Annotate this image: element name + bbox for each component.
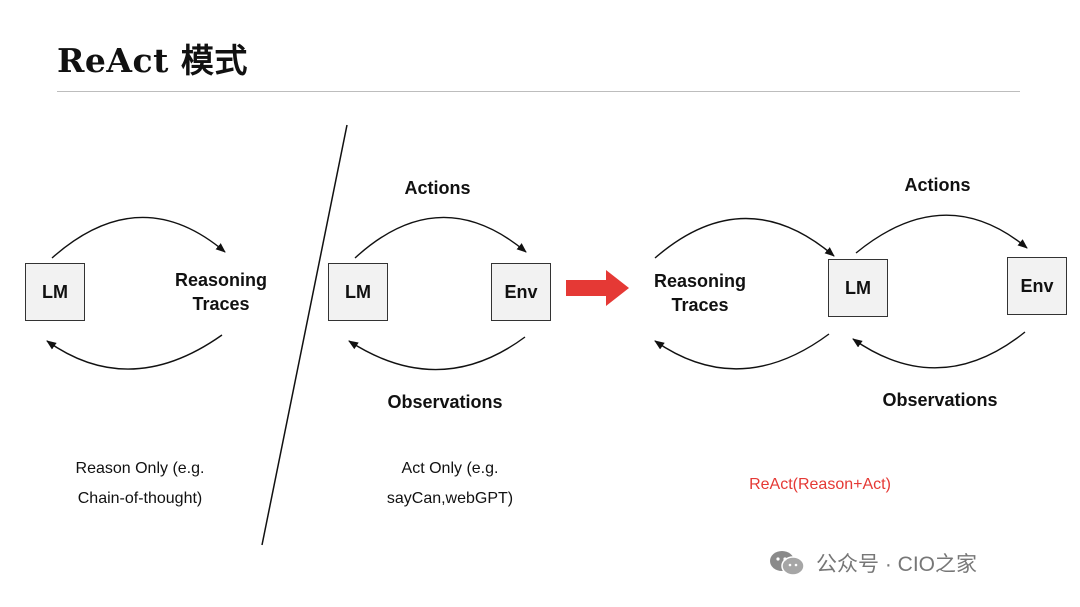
caption-react: ReAct(Reason+Act) xyxy=(749,476,891,493)
observations-label-react: Observations xyxy=(882,390,998,410)
caption-reason-only: Reason Only (e.g. Chain-of-thought) xyxy=(40,454,240,514)
watermark-text: 公众号 · CIO之家 xyxy=(816,553,977,576)
caption-act-line1: Act Only (e.g. xyxy=(401,460,499,477)
arrow-lm-to-env xyxy=(354,216,527,259)
page-title: ReAct 模式 xyxy=(57,41,248,80)
panel-separator xyxy=(261,124,348,546)
reasoning-traces-label: Reasoning Traces xyxy=(160,268,282,316)
reasoning-traces-label-react: Reasoning Traces xyxy=(638,269,762,317)
caption-act-only: Act Only (e.g. sayCan,webGPT) xyxy=(350,454,550,514)
arrow-reasoning-to-lm-react xyxy=(654,217,835,259)
lm-box-reason: LM xyxy=(25,263,85,321)
reasoning-line1: Reasoning xyxy=(174,270,267,290)
caption-reason-line1: Reason Only (e.g. xyxy=(75,460,205,477)
watermark: 公众号 · CIO之家 xyxy=(768,548,977,578)
arrow-env-to-lm xyxy=(348,336,526,371)
arrow-lm-to-reasoning xyxy=(51,216,226,259)
react-reasoning-line2: Traces xyxy=(671,295,729,315)
transition-arrow xyxy=(566,270,629,306)
arrow-lm-to-env-react xyxy=(855,214,1028,254)
actions-label-react: Actions xyxy=(904,175,971,195)
env-box-act: Env xyxy=(491,263,551,321)
lm-box-act: LM xyxy=(328,263,388,321)
caption-act-line2: sayCan,webGPT) xyxy=(386,490,514,507)
wechat-icon xyxy=(770,551,805,576)
arrow-reasoning-to-lm xyxy=(46,334,223,370)
caption-reason-line2: Chain-of-thought) xyxy=(77,490,203,507)
reasoning-line2: Traces xyxy=(192,294,250,314)
lm-box-react: LM xyxy=(828,259,888,317)
arrow-lm-to-reasoning-react xyxy=(654,333,830,370)
title-divider xyxy=(57,91,1020,92)
actions-label: Actions xyxy=(404,178,471,198)
arrow-env-to-lm-react xyxy=(852,331,1026,369)
env-box-react: Env xyxy=(1007,257,1067,315)
observations-label: Observations xyxy=(387,392,503,412)
react-reasoning-line1: Reasoning xyxy=(653,271,746,291)
